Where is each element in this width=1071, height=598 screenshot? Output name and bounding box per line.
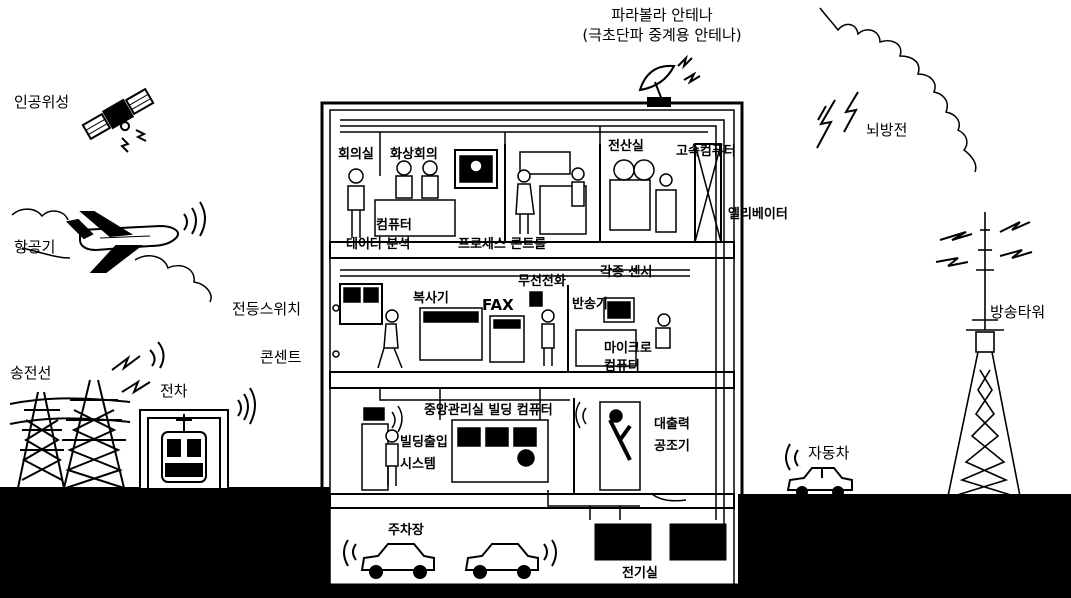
label-wireless-phone: 무선전화 bbox=[518, 274, 566, 289]
label-data-analysis: 데이터 분석 bbox=[346, 237, 411, 252]
floor2-scene bbox=[339, 283, 671, 369]
label-parabola-antenna-line2: (극초단파 중계용 안테나) bbox=[582, 26, 742, 44]
label-outlet: 콘센트 bbox=[260, 348, 302, 366]
floor1-scene bbox=[361, 401, 641, 491]
label-computer: 컴퓨터 bbox=[376, 218, 412, 233]
switch-outlet-markers bbox=[332, 304, 340, 358]
label-building-access-line1: 빌딩출입 bbox=[400, 435, 448, 450]
label-airplane: 항공기 bbox=[14, 238, 56, 256]
label-conveyor: 반송기 bbox=[572, 297, 608, 312]
label-train: 전차 bbox=[160, 382, 188, 400]
broadcast-tower-icon bbox=[935, 212, 1033, 497]
label-various-sensors: 각종 센서 bbox=[600, 265, 653, 280]
outside-car-icon bbox=[785, 443, 853, 498]
label-building-access-line2: 시스템 bbox=[400, 457, 436, 472]
label-power-line: 송전선 bbox=[10, 364, 52, 382]
label-high-power-air-line2: 공조기 bbox=[654, 439, 690, 454]
label-process-control: 프로세스 콘트롤 bbox=[458, 237, 547, 252]
label-electric-room: 전기실 bbox=[622, 566, 658, 581]
label-fax: FAX bbox=[482, 296, 514, 314]
label-high-speed-computer: 고속컴퓨터 bbox=[676, 144, 736, 159]
cloud-left bbox=[11, 208, 212, 303]
building-structure bbox=[320, 101, 744, 587]
parabola-antenna-icon bbox=[638, 54, 701, 107]
label-parabola-antenna-line1: 파라볼라 안테나 bbox=[611, 6, 713, 24]
label-satellite: 인공위성 bbox=[14, 93, 70, 111]
label-microcomputer-line2: 컴퓨터 bbox=[604, 359, 640, 374]
satellite-icon bbox=[81, 87, 155, 153]
label-central-control-room: 중앙관리실 빌딩 컴퓨터 bbox=[424, 403, 553, 418]
floor3-scene bbox=[347, 149, 677, 238]
cloud-top-right bbox=[819, 7, 977, 173]
label-car: 자동차 bbox=[808, 444, 850, 462]
airplane-icon bbox=[65, 201, 206, 273]
power-line-towers-icon bbox=[9, 341, 165, 489]
label-elevator: 엘리베이터 bbox=[728, 207, 788, 222]
ground bbox=[0, 487, 1071, 598]
lightning-icon bbox=[816, 91, 859, 149]
label-high-power-air-line1: 대출력 bbox=[654, 417, 690, 432]
label-light-switch: 전등스위치 bbox=[232, 300, 302, 318]
label-parking: 주차장 bbox=[388, 523, 424, 538]
label-broadcast-tower: 방송타워 bbox=[990, 303, 1046, 321]
train-icon bbox=[139, 387, 256, 488]
label-meeting-room: 회의실 bbox=[338, 147, 374, 162]
label-computer-room: 전산실 bbox=[608, 139, 644, 154]
label-copier: 복사기 bbox=[413, 291, 449, 306]
label-lightning: 뇌방전 bbox=[866, 121, 908, 139]
label-video-conference: 화상회의 bbox=[390, 147, 438, 162]
parking-cars-icon bbox=[343, 539, 557, 579]
label-microcomputer-line1: 마이크로 bbox=[604, 341, 652, 356]
